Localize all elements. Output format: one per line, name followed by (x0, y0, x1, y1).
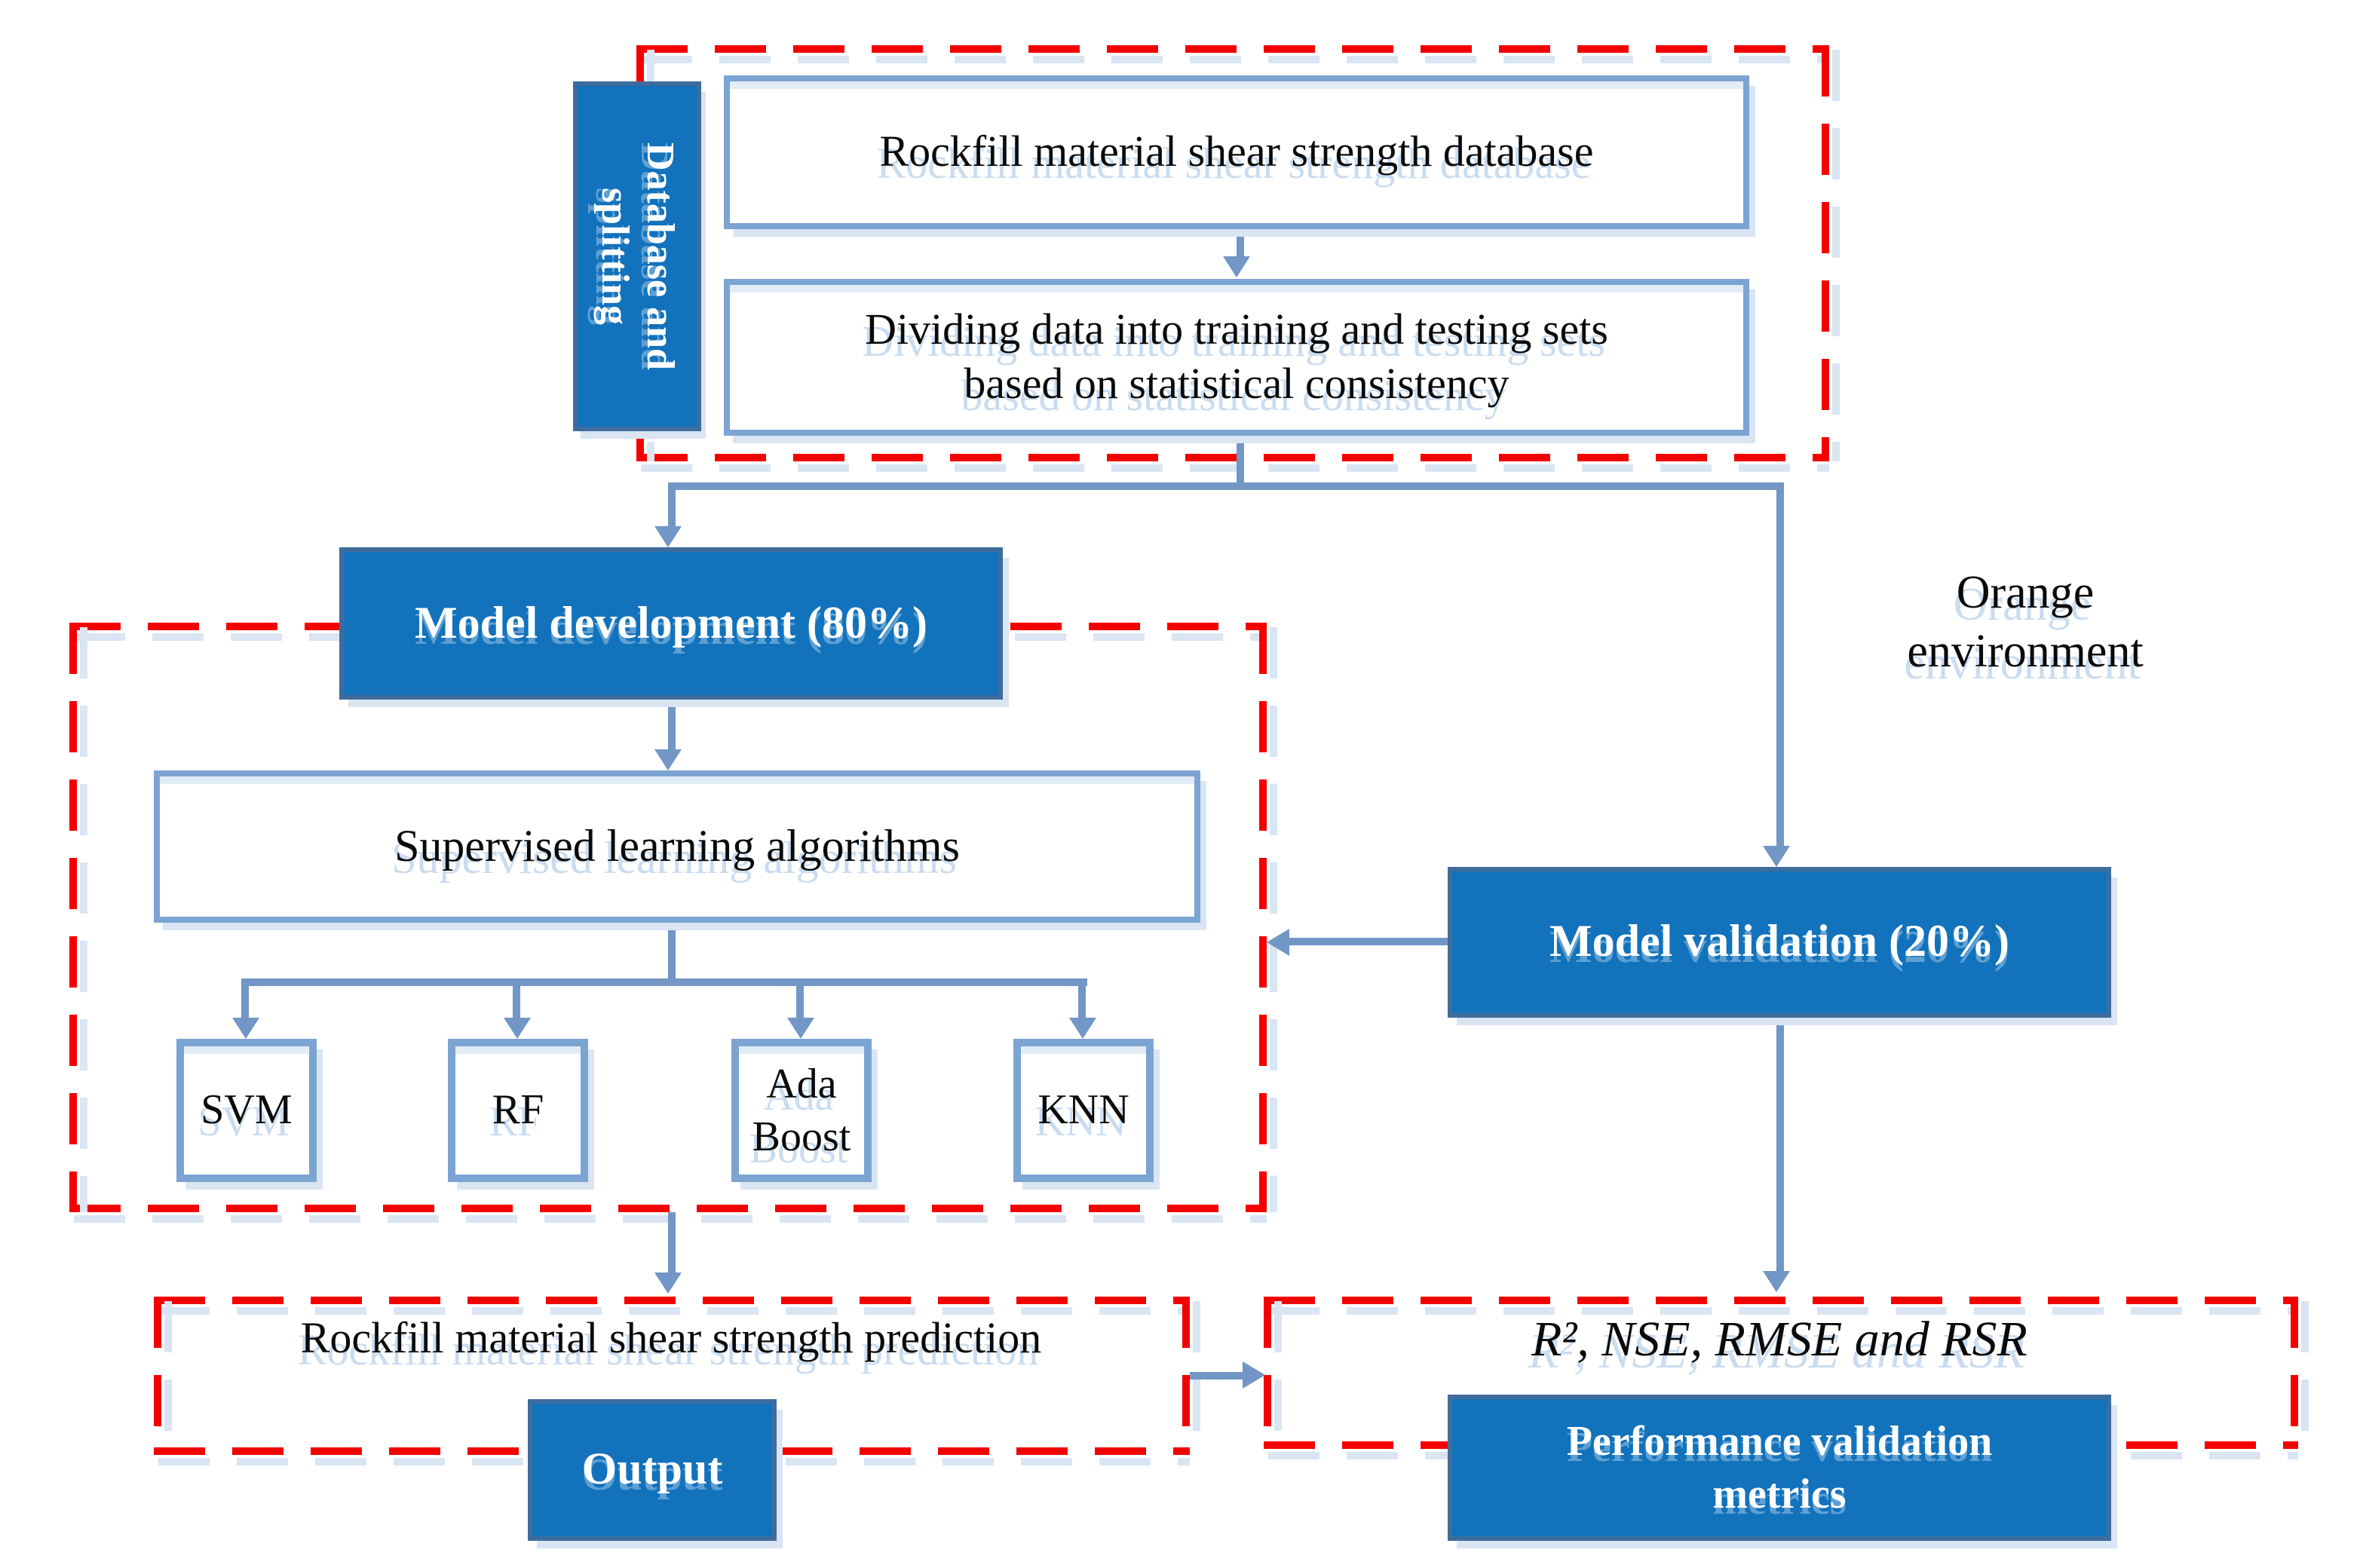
arrowhead-modelval (1763, 846, 1790, 867)
arrowhead-prediction (654, 1272, 682, 1294)
box-algorithm-knn-label: KNN (1037, 1087, 1129, 1134)
connector-db-to-split (1237, 229, 1244, 259)
box-algorithm-adaboost: Ada Boost (731, 1039, 872, 1182)
box-algorithm-svm: SVM (176, 1039, 317, 1182)
text-orange-environment-label: Orange environment (1907, 565, 2144, 677)
dashed-border (154, 1297, 1190, 1315)
box-algorithm-svm-label: SVM (201, 1087, 293, 1134)
dashed-border (1259, 623, 1277, 1212)
connector-to-modeldev (668, 487, 676, 528)
connector-split-down (1237, 436, 1244, 487)
text-metrics-formula-label: R², NSE, RMSE and RSR (1531, 1313, 2027, 1368)
dashed-border (154, 1297, 172, 1455)
box-supervised-learning-label: Supervised learning algorithms (394, 821, 960, 871)
dashed-border (69, 623, 87, 1212)
dashed-region-database (636, 45, 1840, 472)
arrowhead-metrics (1763, 1271, 1790, 1292)
box-model-validation-label: Model validation (20%) (1549, 917, 2009, 967)
box-output-label: Output (581, 1444, 723, 1495)
box-algorithm-rf-label: RF (492, 1087, 544, 1134)
text-prediction-label: Rockfill material shear strength predict… (300, 1314, 1042, 1363)
arrowhead-svm (232, 1018, 259, 1039)
connector-branch-line (241, 978, 1087, 986)
box-model-development: Model development (80%) (339, 547, 1003, 700)
text-prediction: Rockfill material shear strength predict… (181, 1306, 1161, 1372)
arrowhead-ada (787, 1018, 814, 1039)
box-algorithm-adaboost-label: Ada Boost (752, 1061, 851, 1160)
box-performance-metrics: Performance validation metrics (1448, 1395, 2111, 1541)
arrowhead-supervised (654, 749, 682, 770)
text-orange-environment: Orange environment (1844, 550, 2206, 694)
box-algorithm-rf: RF (448, 1039, 588, 1182)
vertical-label-database-splitting: Database and splitting (573, 81, 701, 431)
text-metrics-formula: R², NSE, RMSE and RSR (1312, 1307, 2247, 1377)
arrowhead-split (1223, 256, 1250, 277)
box-supervised-learning: Supervised learning algorithms (154, 770, 1200, 923)
connector-branch-rf (513, 983, 520, 1019)
connector-main-horizontal (668, 482, 1784, 490)
arrowhead-output-metrics (1243, 1361, 1265, 1389)
connector-to-modelval (1776, 487, 1784, 847)
vertical-label-text: Database and splitting (593, 142, 682, 370)
box-output: Output (528, 1399, 777, 1541)
box-rockfill-database: Rockfill material shear strength databas… (724, 75, 1749, 229)
arrowhead-validation-feedback (1267, 929, 1289, 956)
dashed-border (636, 454, 1829, 472)
dashed-border (1264, 1297, 2298, 1315)
connector-supervised-stem (668, 923, 676, 983)
connector-branch-svm (241, 983, 249, 1019)
dashed-border (2291, 1297, 2309, 1449)
connector-to-prediction (668, 1212, 676, 1274)
box-dividing-data: Dividing data into training and testing … (724, 279, 1749, 436)
connector-validation-feedback (1289, 938, 1448, 945)
dashed-border (1822, 45, 1840, 461)
connector-branch-knn (1078, 983, 1086, 1019)
box-model-development-label: Model development (80%) (415, 598, 927, 648)
arrowhead-rf (504, 1018, 531, 1039)
connector-dev-to-supervised (668, 700, 676, 751)
arrowhead-modeldev (654, 526, 682, 547)
box-rockfill-database-label: Rockfill material shear strength databas… (879, 127, 1594, 176)
connector-branch-ada (796, 983, 804, 1019)
connector-output-to-metrics (1190, 1372, 1244, 1380)
dashed-border (1264, 1297, 1282, 1449)
box-dividing-data-label: Dividing data into training and testing … (865, 305, 1608, 409)
box-algorithm-knn: KNN (1013, 1039, 1154, 1182)
arrowhead-knn (1069, 1018, 1096, 1039)
connector-val-to-metrics (1776, 1018, 1784, 1272)
dashed-border (636, 45, 1829, 63)
box-performance-metrics-label: Performance validation metrics (1566, 1418, 1993, 1517)
box-model-validation: Model validation (20%) (1448, 867, 2111, 1018)
